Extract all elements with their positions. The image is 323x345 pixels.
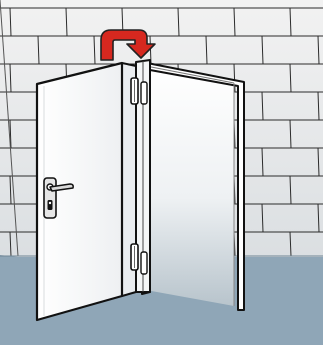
hinge-icon bbox=[131, 78, 138, 104]
hinge-icon bbox=[141, 82, 147, 104]
keyhole bbox=[48, 200, 53, 210]
hinge-icon bbox=[131, 244, 138, 270]
door-frame bbox=[142, 62, 244, 310]
door-opening bbox=[146, 66, 234, 306]
hinge-icon bbox=[141, 252, 147, 274]
